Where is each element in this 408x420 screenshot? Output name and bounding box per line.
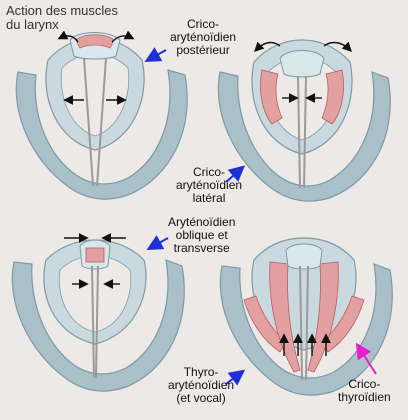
thyroid-cartilage (11, 259, 185, 392)
panel-aryteno-oblique-transverse (11, 233, 185, 392)
lateral-crico-arytenoid-muscle-right (321, 69, 344, 125)
thyroid-cartilage (217, 71, 391, 202)
label-thyro-aryteno: Thyro- aryténoïdien (et vocal) (168, 365, 235, 405)
panel-crico-aryteno-lateral (217, 39, 391, 202)
panel-thyro-aryteno-crico-thyro (219, 237, 393, 396)
label-crico-thyro: Crico- thyroïdien (338, 377, 391, 404)
rotation-arrow-left (254, 41, 281, 52)
panel-crico-aryteno-posterieur (15, 30, 188, 200)
thyroid-cartilage (15, 69, 188, 200)
diagram-title: Action des muscles du larynx (6, 4, 118, 32)
label-crico-aryteno-lateral: Crico- aryténoïdien latéral (176, 165, 243, 205)
title-line-1: Action des muscles (6, 3, 118, 18)
pointer-arrow-crico-thyro (355, 342, 377, 375)
vocal-cord-right (96, 57, 107, 187)
vocal-cord-right (95, 265, 99, 379)
label-crico-aryteno-posterieur: Crico- aryténoïdien postérieur (170, 17, 237, 57)
title-line-2: du larynx (6, 17, 59, 32)
thyroarytenoid-muscle-right (307, 261, 339, 373)
arytenoid-block (279, 50, 325, 78)
thyroarytenoid-muscle-left (269, 261, 301, 373)
interarytenoid-muscle (85, 247, 105, 263)
lateral-crico-arytenoid-muscle-left (260, 69, 283, 125)
pointer-arrow-4 (225, 369, 246, 386)
vocal-cord-left (91, 265, 95, 379)
pointer-arrow-2 (225, 165, 246, 183)
arytenoid-block (285, 243, 323, 270)
rotation-arrow-right (111, 30, 135, 43)
thyroid-cartilage (219, 263, 393, 396)
pointer-arrow-1 (144, 47, 167, 62)
vocal-cord-left (83, 57, 94, 187)
label-aryteno-oblique-transverse: Aryténoïdien oblique et transverse (168, 215, 236, 255)
pointer-arrow-3 (146, 235, 169, 250)
rotation-arrow-right (323, 41, 352, 52)
posterior-crico-arytenoid-muscle (75, 34, 115, 49)
vocal-cord-right (305, 265, 309, 381)
rotation-arrow-left (57, 30, 79, 43)
vocal-cord-left (299, 265, 303, 381)
